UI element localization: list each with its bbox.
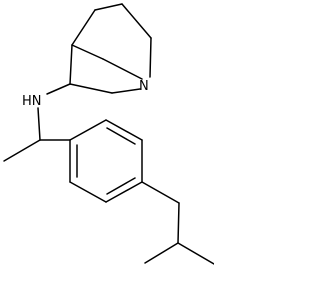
quinuclidine-cage: [69, 3, 152, 94]
bond-ch-methyl: [3, 139, 41, 162]
bond-ch-me1: [144, 242, 179, 264]
bond-cage-top: [94, 3, 123, 11]
ring-double-bond-b: [106, 177, 136, 195]
bond-bridge-to-n: [102, 58, 143, 80]
bond-c3-c2: [69, 83, 113, 94]
bond-ch2-ch: [177, 202, 180, 244]
bond-cage-right: [149, 37, 152, 78]
ring-bond-5: [69, 181, 107, 203]
bond-cage-top-left: [71, 9, 96, 46]
bond-nh-ch: [37, 107, 41, 141]
bond-c2-n: [111, 88, 141, 94]
ring-bond-4: [105, 181, 143, 203]
ring-nitrogen-label: N: [139, 79, 149, 94]
bond-ch-me2: [177, 242, 214, 265]
ring-double-bond-a: [106, 127, 136, 145]
bond-ring-ch2: [141, 181, 180, 204]
benzene-ring: [69, 119, 143, 203]
bond-bridgehead-left: [71, 44, 104, 60]
ring-bond-2: [105, 119, 143, 141]
molecule-structure-diagram: HN N: [3, 3, 214, 265]
ring-bond-1: [69, 119, 107, 141]
bond-cage-top-right: [121, 3, 152, 39]
isobutyl-group: [141, 181, 214, 265]
amine-linker: [3, 83, 71, 162]
amine-nh-label: HN: [22, 94, 42, 109]
bond-c3-nh: [46, 83, 71, 95]
bond-cage-left: [69, 44, 73, 85]
